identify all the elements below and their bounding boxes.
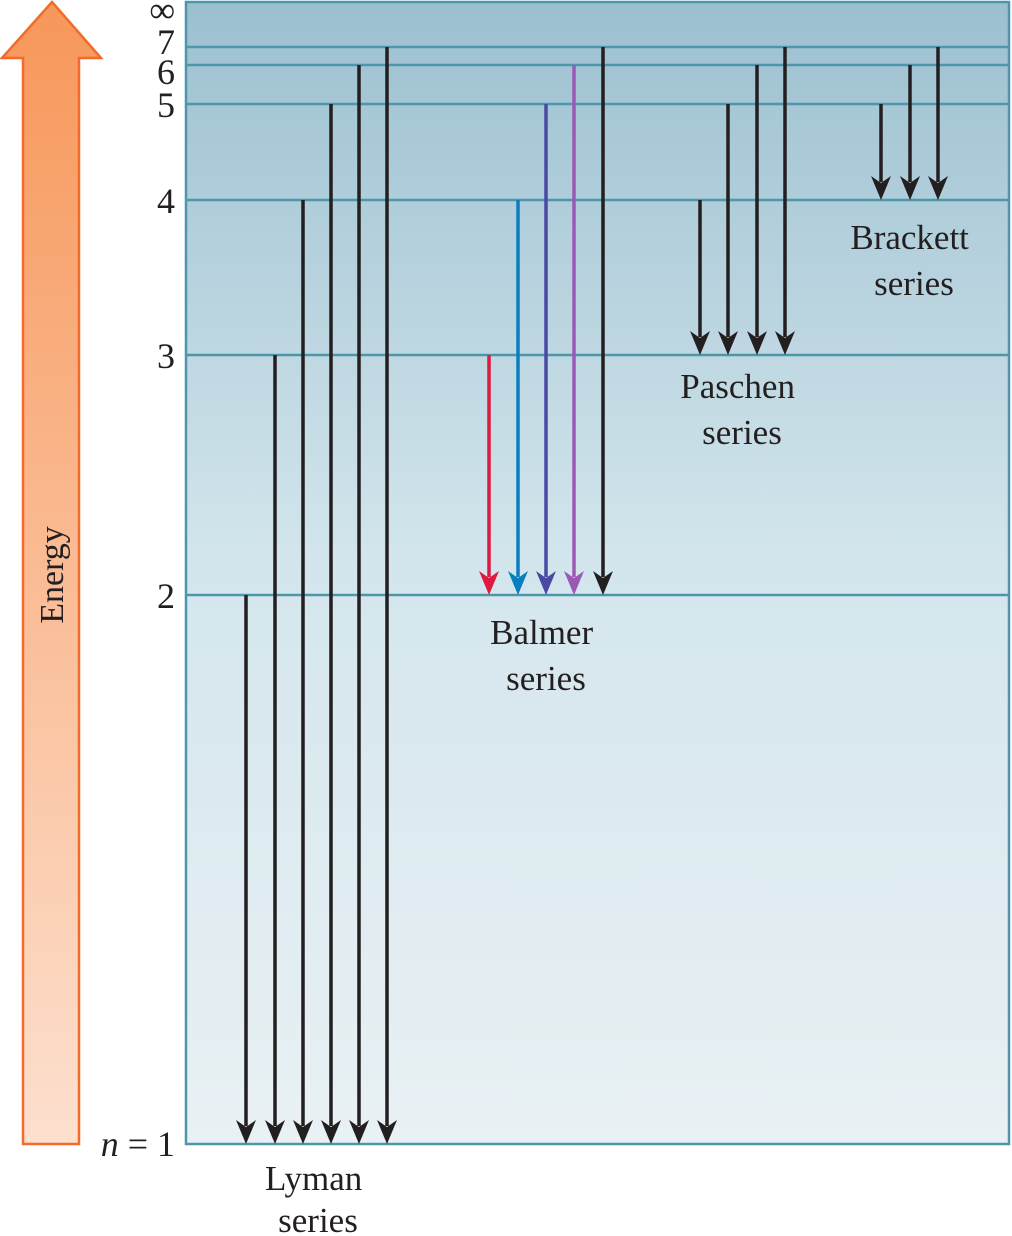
arrow-head-icon xyxy=(593,571,613,595)
paschen-transition-5-to-3 xyxy=(718,104,738,355)
arrow-head-icon xyxy=(265,1120,285,1144)
arrow-head-icon xyxy=(747,331,767,355)
balmer-transition-4-to-2 xyxy=(508,200,528,595)
brackett-transition-6-to-4 xyxy=(900,65,920,200)
arrow-head-icon xyxy=(377,1120,397,1144)
lyman-transition-3-to-1 xyxy=(265,355,285,1144)
arrow-head-icon xyxy=(349,1120,369,1144)
balmer-transition-5-to-2 xyxy=(536,104,556,595)
balmer-transition-3-to-2 xyxy=(479,355,499,595)
lyman-series-label: Lyman series xyxy=(265,1159,371,1236)
balmer-transition-7-to-2 xyxy=(593,47,613,595)
energy-arrow-icon xyxy=(0,0,104,1146)
lyman-transition-4-to-1 xyxy=(293,200,313,1144)
arrow-head-icon xyxy=(508,571,528,595)
level-label-n4: 4 xyxy=(157,181,175,221)
brackett-transition-5-to-4 xyxy=(871,104,891,200)
energy-panel xyxy=(184,0,1011,1146)
energy-axis-label: Energy xyxy=(34,526,71,624)
level-label-n7: 7 xyxy=(157,22,175,62)
arrow-head-icon xyxy=(479,571,499,595)
level-label-n5: 5 xyxy=(157,85,175,125)
brackett-series-label: Brackett series xyxy=(850,218,977,303)
level-label-n1: n = 1 xyxy=(101,1124,175,1164)
lyman-transition-2-to-1 xyxy=(236,595,256,1144)
arrow-head-icon xyxy=(236,1120,256,1144)
arrow-head-icon xyxy=(871,176,891,200)
level-lines xyxy=(186,45,1009,597)
lyman-transition-5-to-1 xyxy=(321,104,341,1144)
arrow-head-icon xyxy=(928,176,948,200)
balmer-transition-6-to-2 xyxy=(564,65,584,595)
paschen-series-label: Paschen series xyxy=(680,367,803,452)
arrow-head-icon xyxy=(536,571,556,595)
series-labels: Lyman series Balmer series Paschen serie… xyxy=(265,218,977,1236)
arrow-head-icon xyxy=(718,331,738,355)
transition-arrows xyxy=(236,47,948,1144)
level-label-infinity: ∞ xyxy=(149,0,175,30)
level-label-n2: 2 xyxy=(157,576,175,616)
energy-axis: Energy xyxy=(0,0,104,1146)
arrow-head-icon xyxy=(293,1120,313,1144)
lyman-transition-6-to-1 xyxy=(349,65,369,1144)
balmer-series-label: Balmer series xyxy=(490,613,602,698)
arrow-head-icon xyxy=(690,331,710,355)
paschen-transition-7-to-3 xyxy=(775,47,795,355)
arrow-head-icon xyxy=(564,571,584,595)
level-label-n6: 6 xyxy=(157,52,175,92)
brackett-transition-7-to-4 xyxy=(928,47,948,200)
arrow-head-icon xyxy=(775,331,795,355)
lyman-transition-7-to-1 xyxy=(377,47,397,1144)
paschen-transition-4-to-3 xyxy=(690,200,710,355)
arrow-head-icon xyxy=(321,1120,341,1144)
level-labels: n = 1 2 3 4 5 6 7 ∞ xyxy=(101,0,175,1164)
paschen-transition-6-to-3 xyxy=(747,65,767,355)
level-label-n3: 3 xyxy=(157,336,175,376)
arrow-head-icon xyxy=(900,176,920,200)
